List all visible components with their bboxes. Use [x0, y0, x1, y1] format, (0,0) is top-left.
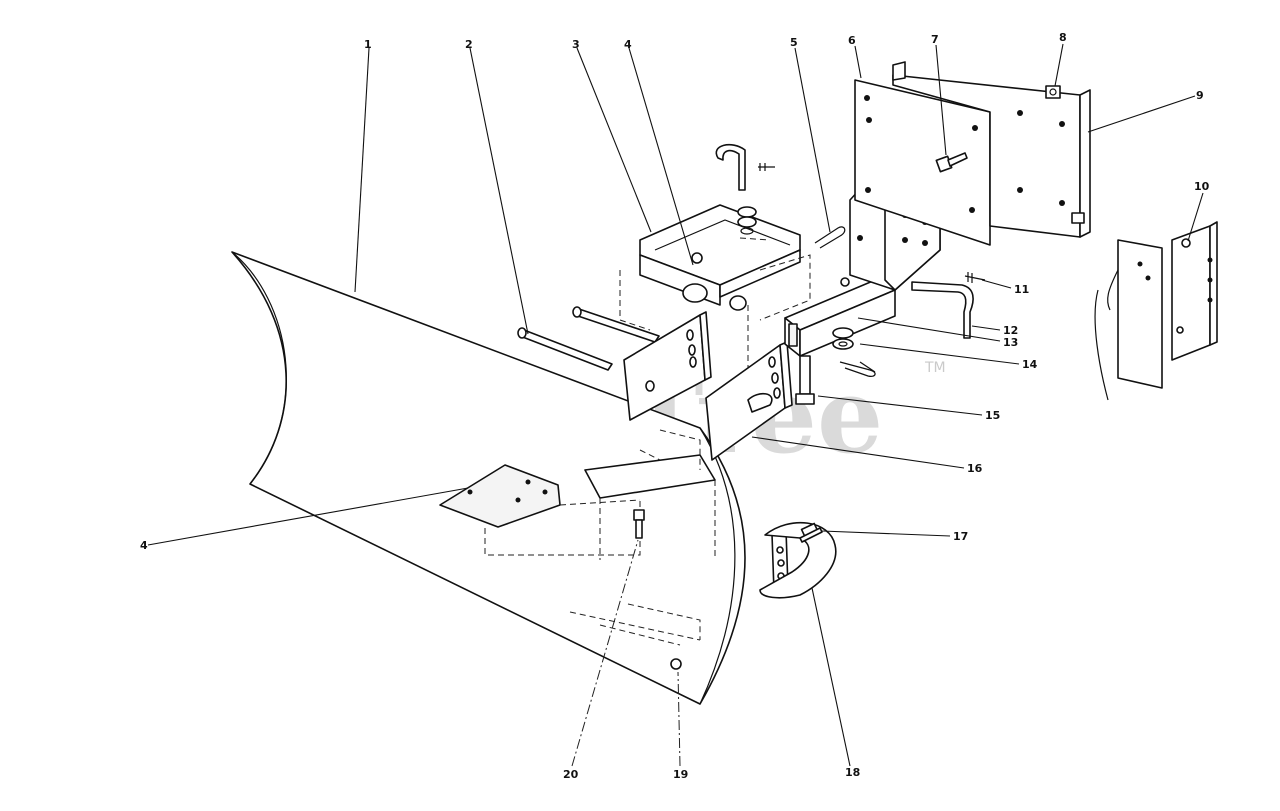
blade-brace-plate — [584, 454, 716, 560]
cotter-clip — [839, 361, 876, 377]
bolt-15 — [795, 355, 815, 405]
callout-5: 5 — [790, 36, 798, 49]
callout-4-lower: 4 — [140, 539, 148, 552]
frame-cutaway — [1094, 239, 1163, 401]
hitch-channel — [619, 204, 811, 370]
callout-3: 3 — [572, 38, 580, 51]
callout-15: 15 — [985, 409, 1000, 422]
callout-20: 20 — [563, 768, 579, 781]
pivot-pin — [517, 306, 660, 371]
callout-12: 12 — [1003, 324, 1018, 337]
callout-10: 10 — [1194, 180, 1210, 193]
callout-1: 1 — [364, 38, 372, 51]
mount-bracket-right — [639, 341, 793, 470]
bolt-20 — [633, 509, 645, 539]
callout-16: 16 — [967, 462, 983, 475]
callout-19: 19 — [673, 768, 688, 781]
callout-6: 6 — [848, 34, 856, 47]
hinge-plate-lower — [439, 464, 641, 556]
callout-17: 17 — [953, 530, 968, 543]
nut-8 — [1045, 85, 1061, 99]
callout-labels: 1 2 3 4 5 6 7 8 9 10 11 12 13 14 15 16 4… — [140, 31, 1210, 781]
callout-2: 2 — [465, 38, 473, 51]
side-bracket — [1171, 221, 1218, 361]
bolt-7 — [935, 152, 968, 173]
callout-18: 18 — [845, 766, 860, 779]
l-pin-lower — [911, 272, 986, 339]
skid-shoe — [759, 521, 837, 599]
callout-13: 13 — [1003, 336, 1018, 349]
l-pin-upper — [715, 143, 775, 235]
pivot-plate-hidden — [569, 603, 701, 670]
callout-14: 14 — [1022, 358, 1038, 371]
leader-lines — [147, 43, 1204, 767]
callout-9: 9 — [1196, 89, 1204, 102]
callout-7: 7 — [931, 33, 939, 46]
mount-plate-front — [854, 79, 991, 246]
callout-11: 11 — [1014, 283, 1029, 296]
hairpin-clip — [814, 226, 846, 249]
callout-8: 8 — [1059, 31, 1067, 44]
mount-bracket-left — [623, 311, 712, 421]
mount-plate-rear — [892, 61, 1091, 238]
bolt-17 — [799, 522, 823, 543]
callout-4-upper: 4 — [624, 38, 632, 51]
watermark-trademark: TM — [924, 360, 946, 376]
washers-13-14 — [832, 327, 854, 350]
